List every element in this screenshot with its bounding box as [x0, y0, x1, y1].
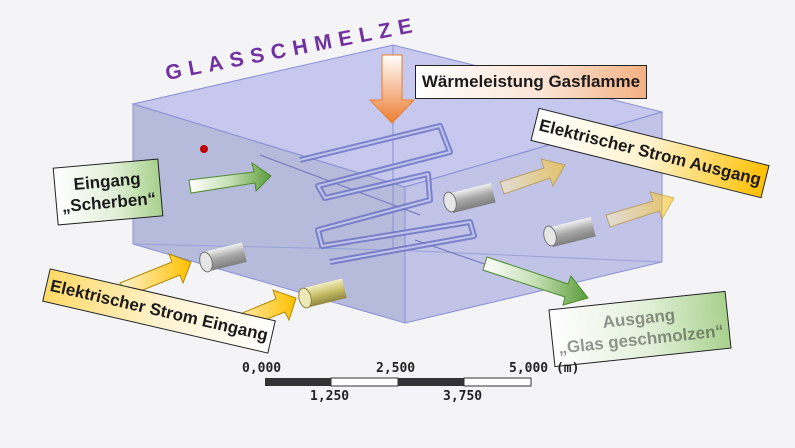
box-back-edge: [392, 249, 663, 263]
scale-tick-5000: 5,000 (m): [509, 361, 580, 376]
input-shards-label: Eingang „Scherben“: [52, 158, 164, 226]
electrode-right-lower: [543, 216, 596, 248]
heat-input-text: Wärmeleistung Gasflamme: [421, 72, 641, 92]
scale-tick-1250: 1,250: [310, 389, 350, 404]
scale-tick-3750: 3,750: [443, 389, 483, 404]
red-marker-dot: [200, 145, 208, 153]
scale-bar: [265, 377, 532, 387]
mid-plane-line: [259, 154, 421, 216]
current-out-arrow-lower: [605, 191, 675, 228]
heat-input-label: Wärmeleistung Gasflamme: [415, 65, 647, 99]
current-out-arrow-upper: [499, 158, 566, 195]
output-arrow: [482, 256, 589, 306]
electrode-right-upper: [443, 182, 496, 214]
electrode-left-upper: [199, 242, 247, 273]
electrode-left-lower: [298, 278, 347, 309]
input-arrow: [188, 161, 272, 194]
heat-arrow: [368, 54, 416, 124]
box-back-edge: [132, 243, 394, 251]
scale-tick-2500: 2,500: [376, 361, 416, 376]
scale-tick-0: 0,000: [242, 361, 282, 376]
